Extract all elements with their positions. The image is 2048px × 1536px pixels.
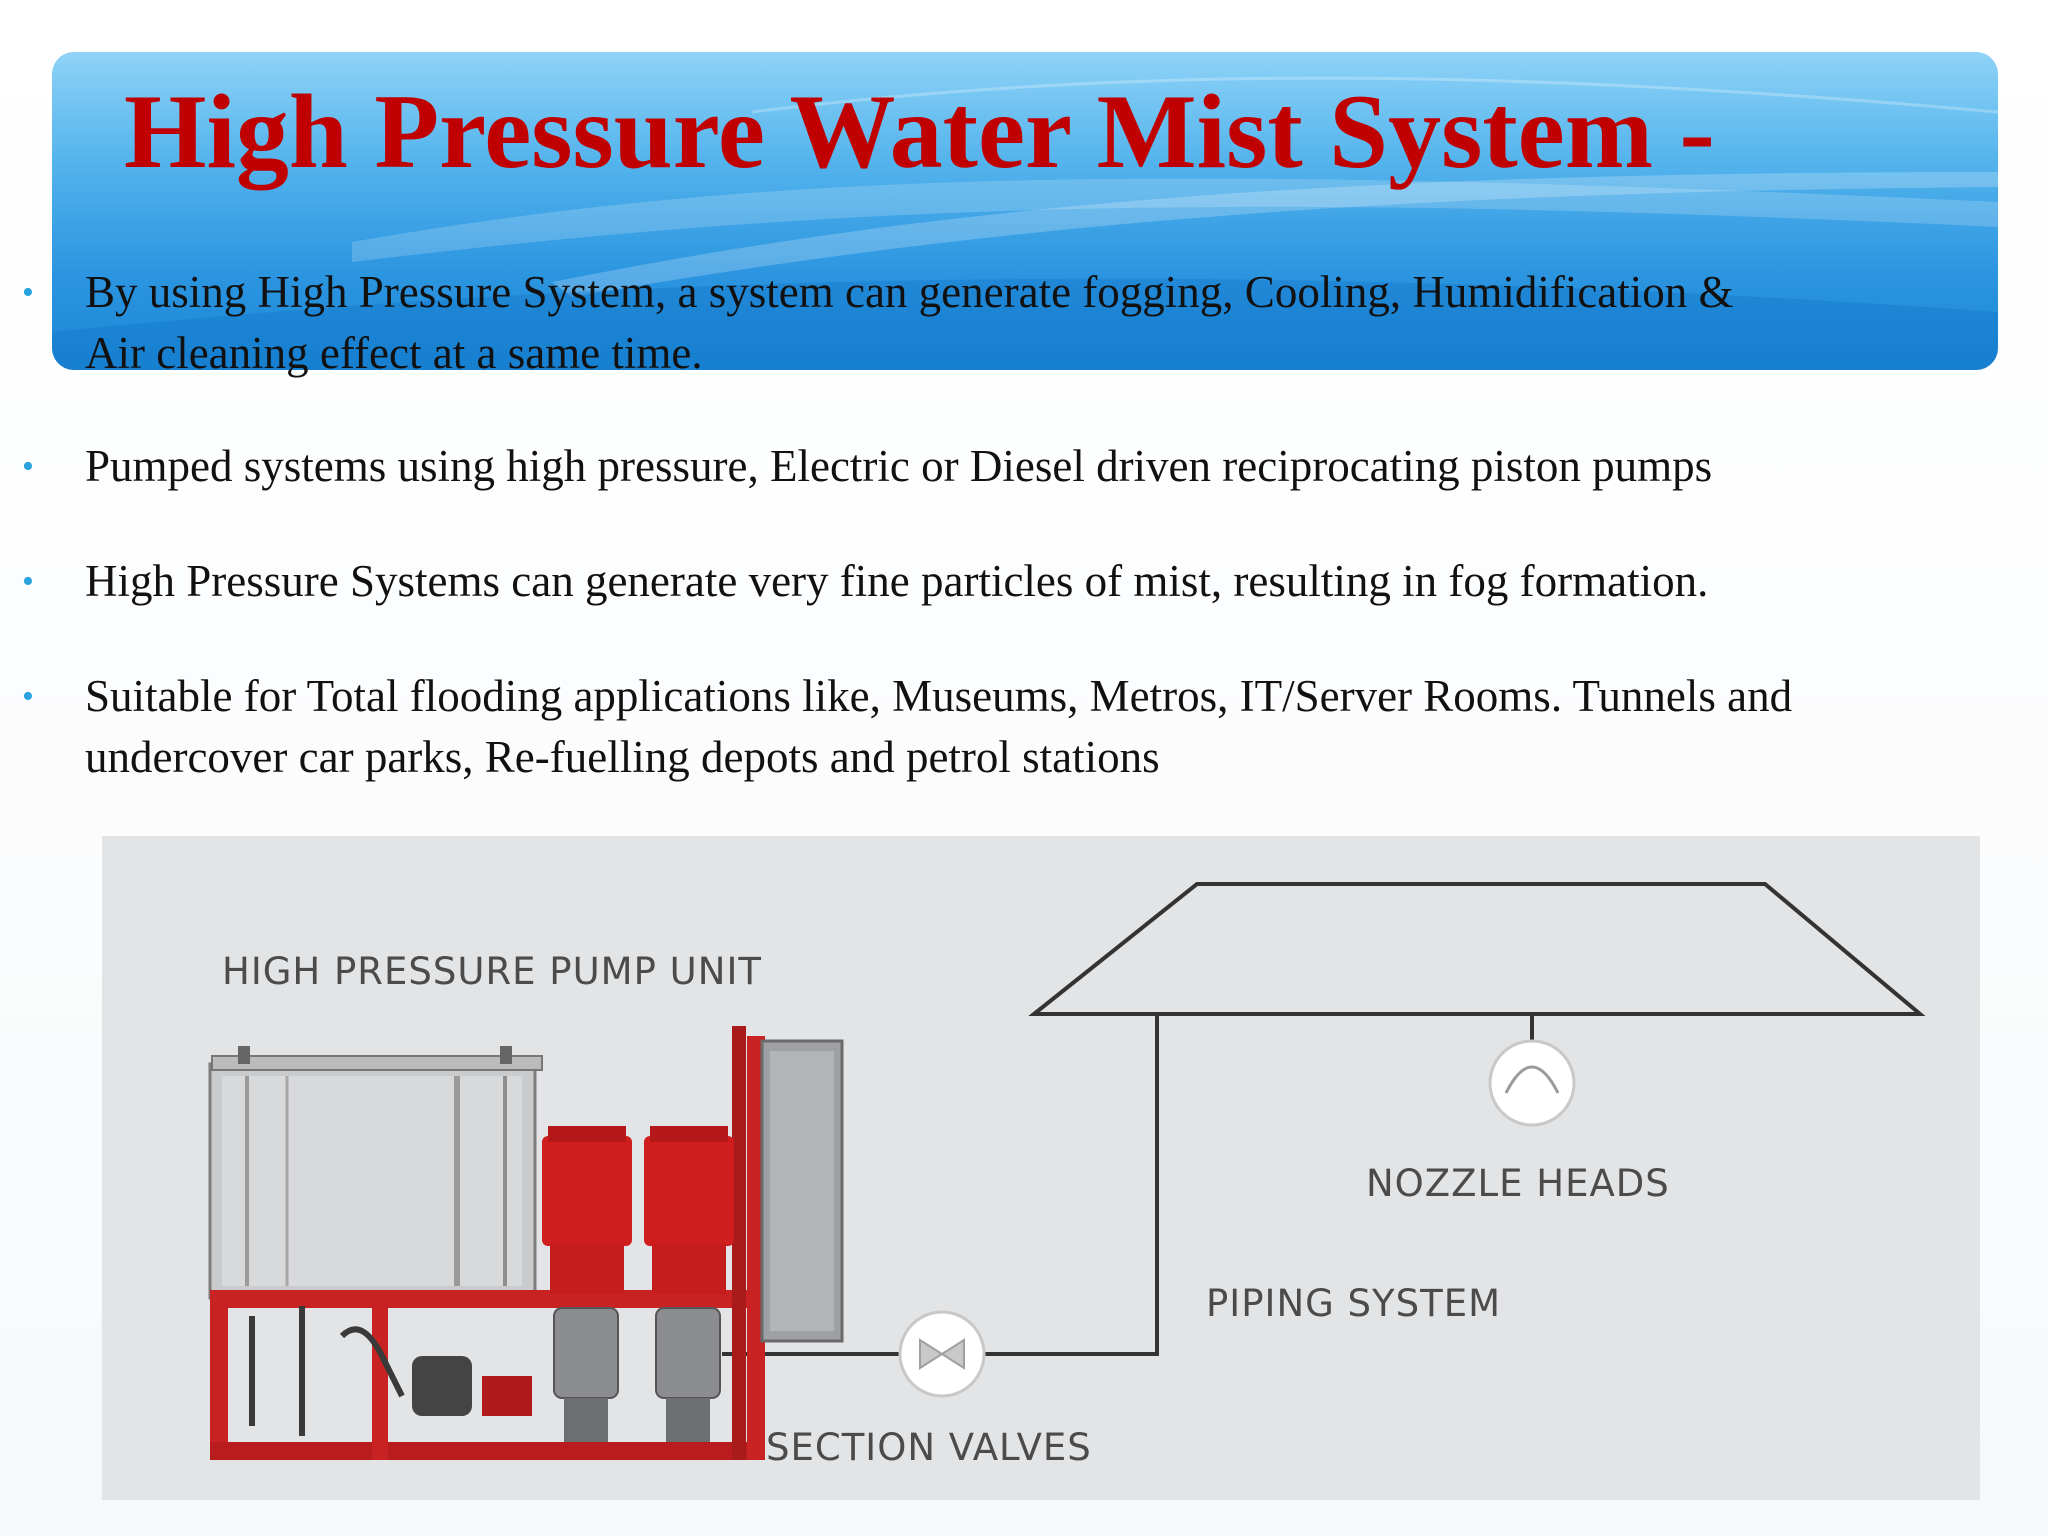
section-valve-icon xyxy=(898,1310,986,1398)
bullet-list: • By using High Pressure System, a syste… xyxy=(22,262,2042,788)
bullet-text-line: High Pressure Systems can generate very … xyxy=(85,556,1709,606)
bullet-item: • High Pressure Systems can generate ver… xyxy=(22,551,2042,612)
section-valves-label: SECTION VALVES xyxy=(766,1426,1092,1469)
nozzle-heads-label: NOZZLE HEADS xyxy=(1366,1162,1670,1205)
bullet-text-line: undercover car parks, Re-fuelling depots… xyxy=(85,732,1160,782)
piping-hood xyxy=(1028,882,1926,1016)
bullet-text-line: By using High Pressure System, a system … xyxy=(85,267,1734,317)
bullet-text-line: Suitable for Total flooding applications… xyxy=(85,671,1793,721)
system-diagram: HIGH PRESSURE PUMP UNIT NOZZLE HEADS PIP… xyxy=(102,836,1980,1500)
banner-wave-decoration xyxy=(52,76,1998,370)
nozzle-head-icon xyxy=(1488,1039,1576,1127)
bullet-item: • Pumped systems using high pressure, El… xyxy=(22,436,2042,497)
bullet-dot: • xyxy=(22,274,34,311)
bullet-item: • Suitable for Total flooding applicatio… xyxy=(22,666,2042,788)
piping-system-label: PIPING SYSTEM xyxy=(1206,1282,1502,1325)
bullet-dot: • xyxy=(22,448,34,485)
pump-unit-label: HIGH PRESSURE PUMP UNIT xyxy=(222,950,762,993)
pump-unit-illustration xyxy=(208,1026,844,1460)
title-banner xyxy=(52,52,1998,370)
bullet-dot: • xyxy=(22,563,34,600)
bullet-item: • By using High Pressure System, a syste… xyxy=(22,262,2042,384)
bullet-dot: • xyxy=(22,678,34,715)
diagram-drawing xyxy=(208,882,1926,1460)
bullet-text-line: Pumped systems using high pressure, Elec… xyxy=(85,441,1713,491)
slide-title: High Pressure Water Mist System - xyxy=(124,73,1715,190)
bullet-text-line: Air cleaning effect at a same time. xyxy=(85,328,703,378)
